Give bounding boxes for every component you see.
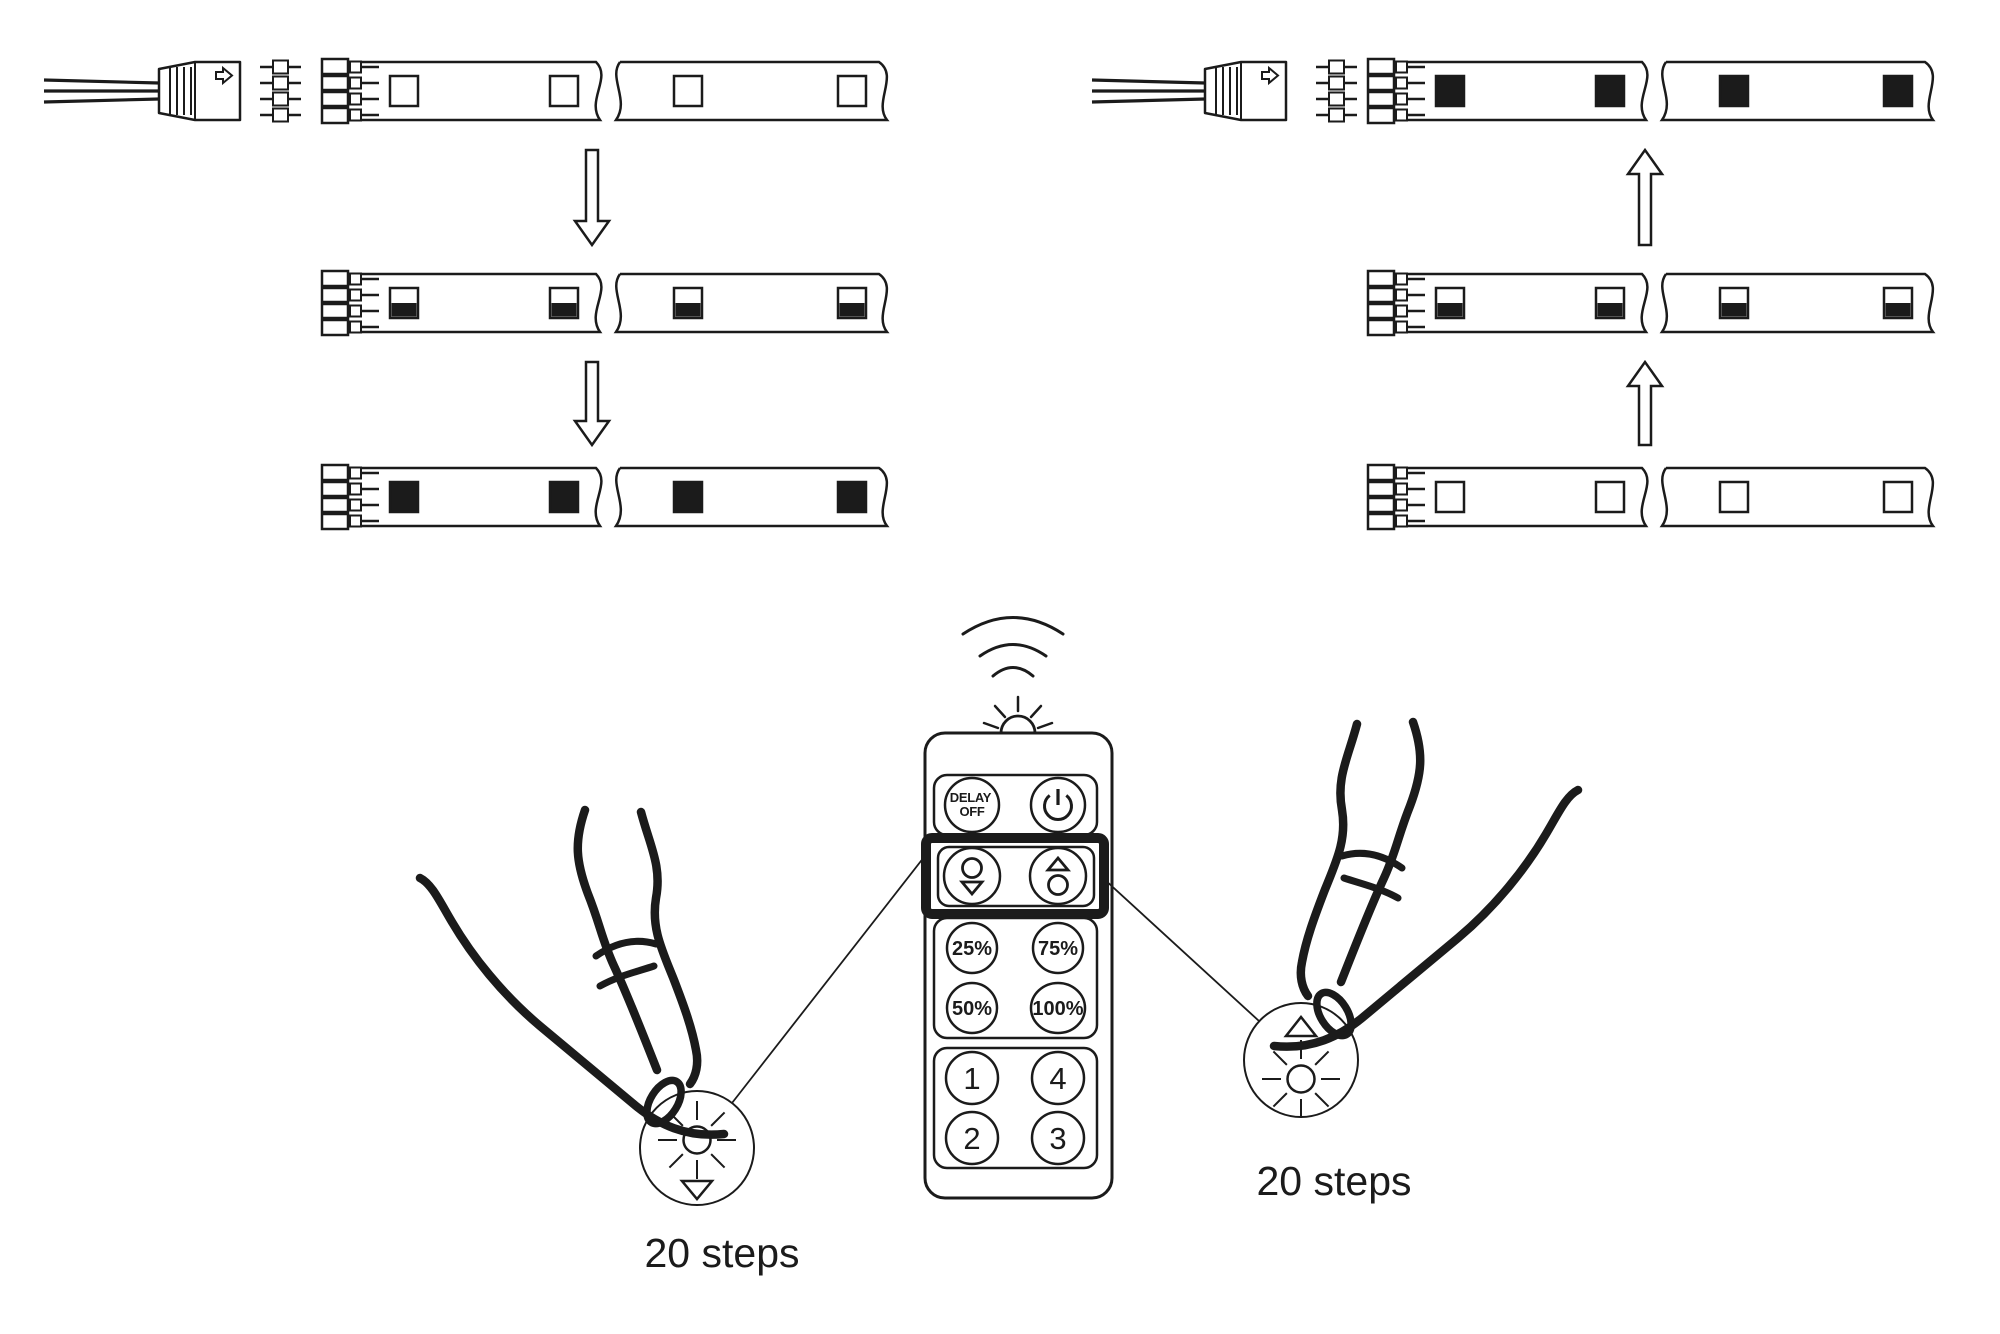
strip-segment bbox=[360, 60, 603, 122]
four-pin-coupler bbox=[260, 59, 301, 123]
dim-up-button[interactable] bbox=[1028, 846, 1088, 906]
arrow-down-icon bbox=[572, 148, 612, 248]
power-button[interactable] bbox=[1029, 776, 1087, 834]
digit-2-button[interactable]: 2 bbox=[944, 1110, 1000, 1166]
led-chip-on bbox=[1434, 74, 1466, 108]
digit-3-button[interactable]: 3 bbox=[1030, 1110, 1086, 1166]
led-chip-off bbox=[1718, 480, 1750, 514]
remote-body bbox=[923, 731, 1114, 1200]
led-chip-on bbox=[388, 480, 420, 514]
selected-dim-buttons-highlight bbox=[921, 833, 1109, 919]
svg-text:4: 4 bbox=[1049, 1061, 1066, 1096]
power-wires bbox=[43, 78, 160, 104]
strip-segment bbox=[1659, 466, 1936, 528]
leader-line-right bbox=[1103, 878, 1260, 1022]
button-group-percent bbox=[932, 916, 1099, 1040]
pointing-hand-left bbox=[415, 805, 729, 1139]
svg-text:2: 2 bbox=[963, 1121, 980, 1156]
svg-text:50%: 50% bbox=[952, 998, 992, 1020]
strip-segment bbox=[613, 60, 890, 122]
arrow-right-icon bbox=[215, 65, 234, 86]
led-strip-row bbox=[43, 57, 890, 125]
led-strip-row bbox=[320, 269, 890, 337]
four-pin-coupler bbox=[1316, 59, 1357, 123]
svg-text:75%: 75% bbox=[1038, 938, 1078, 960]
power-icon bbox=[1043, 789, 1073, 822]
leader-line-left bbox=[731, 851, 929, 1104]
arrow-up-icon bbox=[1625, 147, 1665, 247]
magnifier-dim-down bbox=[639, 1090, 755, 1206]
delay-off-button[interactable]: DELAY OFF bbox=[943, 776, 1001, 834]
led-chip-on bbox=[1718, 74, 1750, 108]
brightness-up-sun-icon bbox=[1262, 1040, 1340, 1118]
led-strip-row bbox=[1366, 463, 1936, 531]
led-chip-on bbox=[1594, 74, 1626, 108]
led-indicator-icon bbox=[982, 695, 1054, 734]
led-chip-off bbox=[1434, 480, 1466, 514]
svg-text:100%: 100% bbox=[1032, 998, 1083, 1020]
strip-segment bbox=[613, 466, 890, 528]
led-chip-off bbox=[1594, 480, 1626, 514]
strip-segment bbox=[1659, 60, 1936, 122]
brightness-up-icon bbox=[1045, 855, 1071, 896]
led-chip-off bbox=[548, 74, 580, 108]
arrow-down-icon bbox=[572, 360, 612, 448]
strip-segment bbox=[360, 272, 603, 334]
arrow-up-icon bbox=[1625, 359, 1665, 447]
led-chip-on bbox=[672, 480, 704, 514]
percent-75-button[interactable]: 75% bbox=[1031, 921, 1085, 975]
wireless-signal-icon bbox=[961, 616, 1065, 678]
digit-1-button[interactable]: 1 bbox=[944, 1050, 1000, 1106]
led-chip-off bbox=[388, 74, 420, 108]
strip-segment bbox=[1406, 60, 1649, 122]
led-strips-diagram bbox=[43, 57, 1936, 531]
fingernail bbox=[1313, 988, 1355, 1040]
strip-segment bbox=[360, 466, 603, 528]
strip-segment bbox=[1406, 272, 1649, 334]
magnifier-dim-up bbox=[1243, 1002, 1359, 1118]
led-chip-off bbox=[1882, 480, 1914, 514]
percent-50-button[interactable]: 50% bbox=[945, 981, 999, 1035]
svg-text:DELAY OFF: DELAY OFF bbox=[950, 790, 994, 819]
led-chip-off bbox=[672, 74, 704, 108]
button-group-dim bbox=[936, 845, 1096, 908]
triangle-up-icon bbox=[1283, 1014, 1319, 1038]
led-chip-on bbox=[836, 480, 868, 514]
rgb-connector bbox=[157, 60, 242, 122]
button-group-digits bbox=[932, 1046, 1099, 1170]
svg-text:25%: 25% bbox=[952, 938, 992, 960]
strip-segment bbox=[613, 272, 890, 334]
steps-label-right: 20 steps bbox=[1257, 1158, 1412, 1204]
dim-down-button[interactable] bbox=[942, 846, 1002, 906]
power-wires bbox=[1091, 78, 1206, 104]
strip-segment bbox=[1406, 466, 1649, 528]
arrow-right-icon bbox=[1261, 65, 1280, 86]
rgb-connector bbox=[1203, 60, 1288, 122]
brightness-down-icon bbox=[959, 857, 985, 897]
led-strip-row bbox=[320, 463, 890, 531]
led-chip-on bbox=[548, 480, 580, 514]
fingernail bbox=[643, 1076, 685, 1128]
led-chip-off bbox=[836, 74, 868, 108]
svg-text:3: 3 bbox=[1049, 1121, 1066, 1156]
led-strip-row bbox=[1366, 269, 1936, 337]
led-strip-row bbox=[1091, 57, 1936, 125]
led-chip-on bbox=[1882, 74, 1914, 108]
strip-segment bbox=[1659, 272, 1936, 334]
remote-control: DELAY OFF bbox=[921, 616, 1114, 1200]
percent-100-button[interactable]: 100% bbox=[1029, 981, 1087, 1035]
percent-25-button[interactable]: 25% bbox=[945, 921, 999, 975]
steps-label-left: 20 steps bbox=[645, 1230, 800, 1276]
pointing-hand-right bbox=[1269, 717, 1583, 1051]
svg-text:1: 1 bbox=[963, 1061, 980, 1096]
digit-4-button[interactable]: 4 bbox=[1030, 1050, 1086, 1106]
triangle-down-icon bbox=[679, 1179, 715, 1201]
